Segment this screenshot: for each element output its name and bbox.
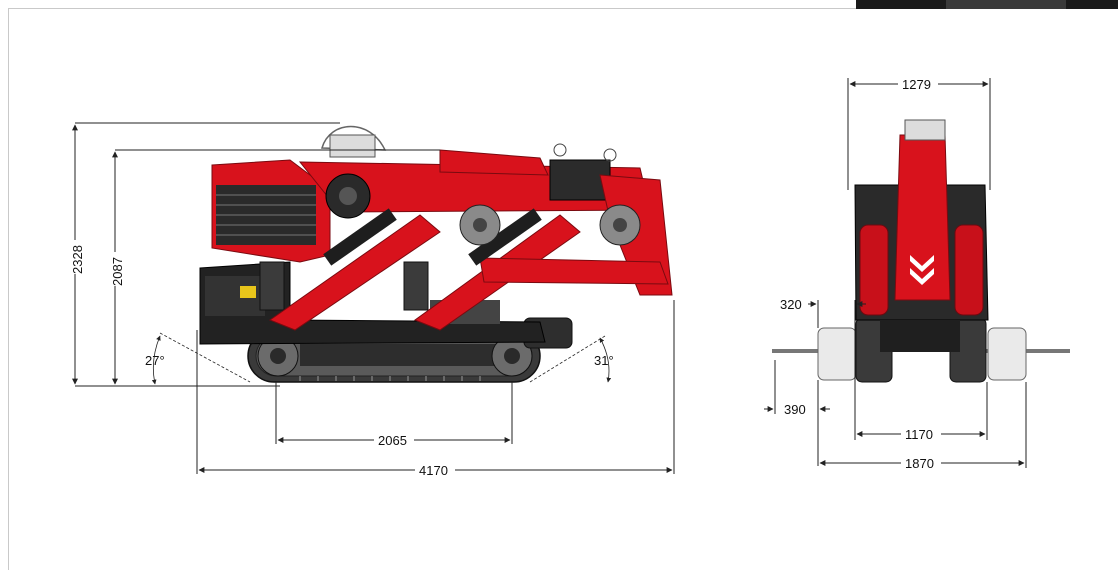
dim-height-boom: 2087 xyxy=(110,257,125,286)
dim-height-total: 2328 xyxy=(70,245,85,274)
corner-thumbnail xyxy=(856,0,1118,9)
side-boom xyxy=(211,125,673,331)
dim-track-length: 2065 xyxy=(378,433,407,448)
drawing-frame xyxy=(8,8,1118,570)
front-dimensions: 1279 320 390 1170 1870 xyxy=(764,76,1027,471)
dim-outrigger-offset: 320 xyxy=(780,297,802,312)
dim-track-width: 1170 xyxy=(905,427,933,442)
dim-angle-rear: 31° xyxy=(594,353,614,368)
dim-pad-offset: 390 xyxy=(784,402,806,417)
dim-total-length: 4170 xyxy=(419,463,448,478)
dim-angle-front: 27° xyxy=(145,353,165,368)
dim-total-width: 1870 xyxy=(905,456,934,471)
front-view-machine xyxy=(772,119,1070,383)
side-dimensions: 2328 2087 27° 31° 2065 4170 xyxy=(66,122,675,478)
side-view-machine xyxy=(75,125,673,387)
dim-top-width: 1279 xyxy=(902,77,931,92)
